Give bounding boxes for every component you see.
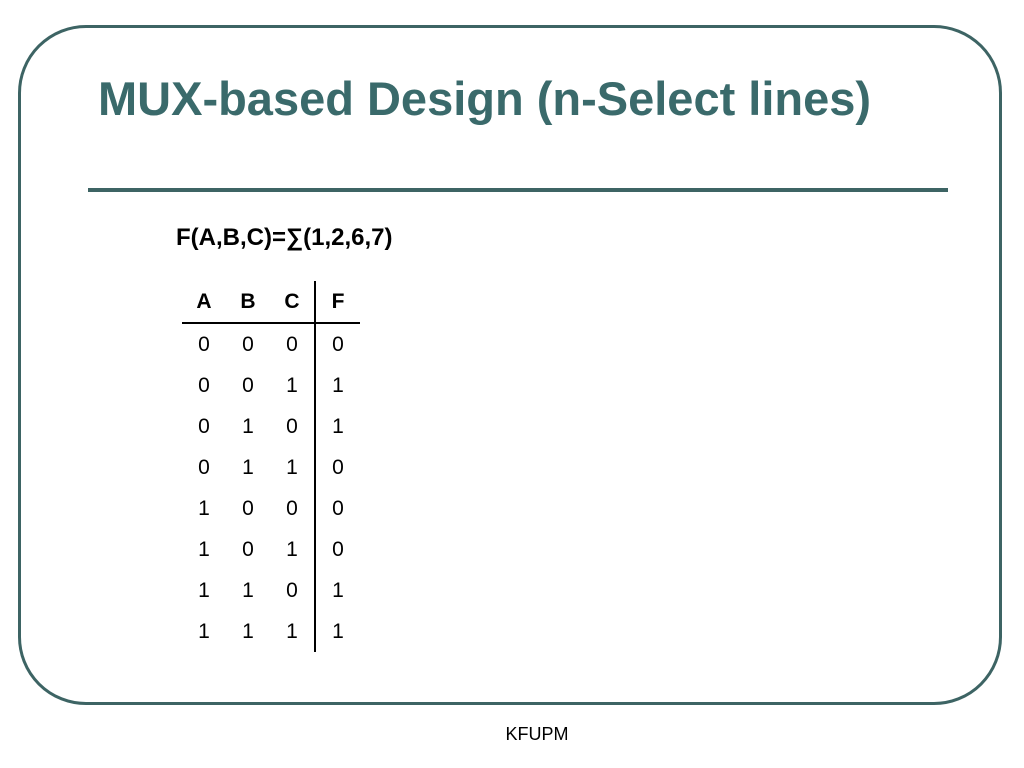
title-divider [88, 188, 948, 192]
cell-a: 1 [198, 578, 210, 602]
cell-b: 1 [242, 455, 254, 479]
cell-b: 0 [242, 496, 254, 520]
cell-f: 0 [332, 537, 344, 561]
cell-f: 0 [332, 332, 344, 356]
cell-f: 1 [332, 414, 344, 438]
function-formula: F(A,B,C)=∑(1,2,6,7) [176, 224, 393, 251]
cell-f: 0 [332, 455, 344, 479]
cell-c: 1 [270, 365, 316, 406]
slide-title: MUX-based Design (n-Select lines) [98, 72, 872, 125]
cell-a: 0 [198, 455, 210, 479]
table-row: 0 1 0 1 [182, 406, 360, 447]
cell-f: 1 [332, 578, 344, 602]
cell-c: 0 [270, 570, 316, 611]
cell-c: 0 [270, 323, 316, 365]
table-row: 1 0 0 0 [182, 488, 360, 529]
cell-a: 1 [198, 496, 210, 520]
cell-c: 0 [270, 488, 316, 529]
slide-footer: KFUPM [505, 724, 569, 744]
cell-a: 1 [198, 537, 210, 561]
cell-f: 0 [332, 496, 344, 520]
cell-b: 1 [242, 414, 254, 438]
cell-b: 1 [242, 619, 254, 643]
cell-b: 0 [242, 537, 254, 561]
cell-a: 1 [198, 619, 210, 643]
cell-c: 1 [270, 529, 316, 570]
truth-table-header-row: A B C F [182, 281, 360, 324]
cell-f: 1 [332, 619, 344, 643]
cell-a: 0 [198, 414, 210, 438]
table-row: 0 1 1 0 [182, 447, 360, 488]
cell-b: 1 [242, 578, 254, 602]
cell-b: 0 [242, 332, 254, 356]
cell-a: 0 [198, 373, 210, 397]
table-row: 0 0 0 0 [182, 323, 360, 365]
header-c: C [270, 281, 316, 324]
table-row: 1 1 0 1 [182, 570, 360, 611]
cell-f: 1 [332, 373, 344, 397]
cell-b: 0 [242, 373, 254, 397]
header-a: A [182, 281, 226, 324]
cell-c: 1 [270, 611, 316, 652]
cell-a: 0 [198, 332, 210, 356]
cell-c: 0 [270, 406, 316, 447]
table-row: 1 1 1 1 [182, 611, 360, 652]
table-row: 0 0 1 1 [182, 365, 360, 406]
truth-table: A B C F 0 0 0 0 0 0 1 1 0 1 0 [182, 281, 360, 652]
table-row: 1 0 1 0 [182, 529, 360, 570]
cell-c: 1 [270, 447, 316, 488]
header-f: F [315, 281, 360, 324]
slide-frame [18, 25, 1002, 705]
header-b: B [226, 281, 270, 324]
